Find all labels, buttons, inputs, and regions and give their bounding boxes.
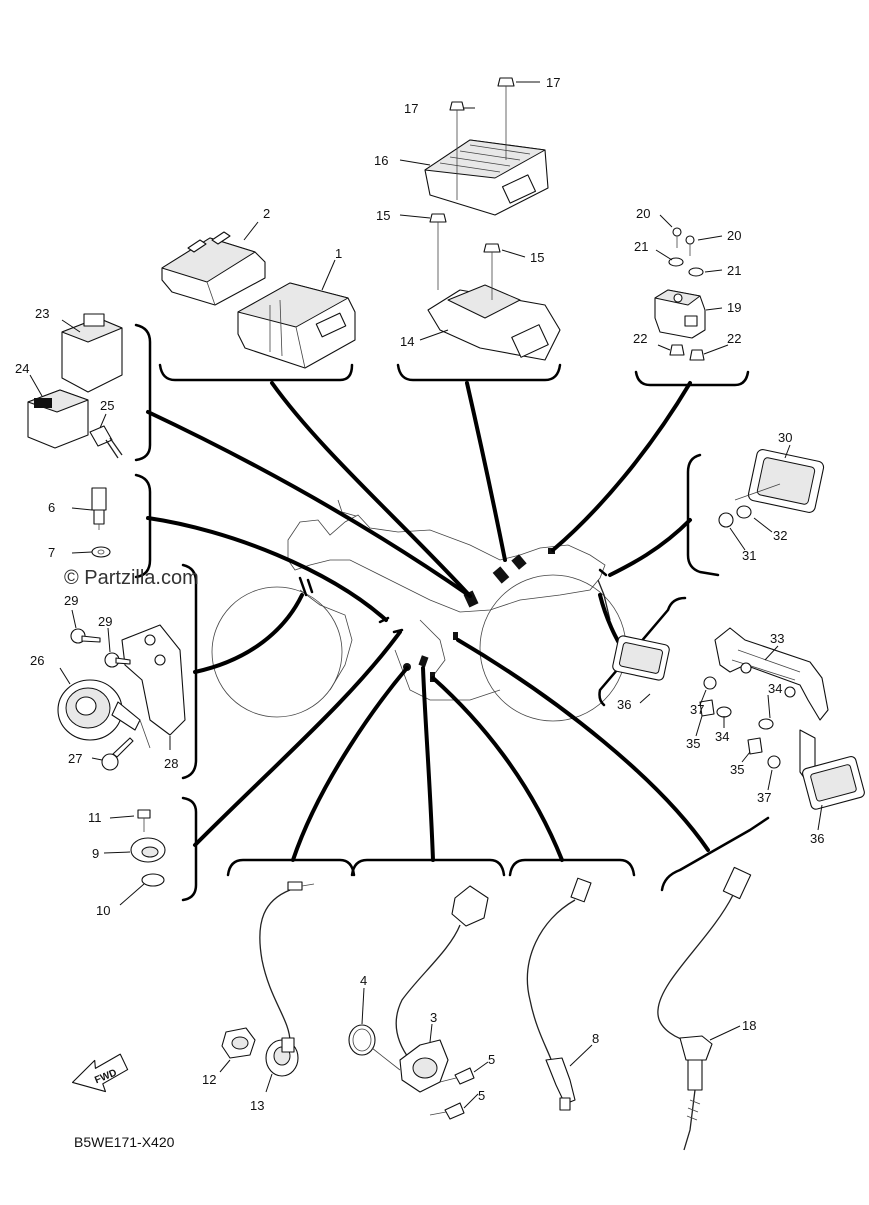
callout-10: 10 xyxy=(96,903,110,918)
part-9-neutral-switch xyxy=(130,809,166,887)
part-24-relay xyxy=(27,389,89,449)
callout-2: 2 xyxy=(263,206,270,221)
callout-35a: 35 xyxy=(686,736,700,751)
callout-7: 7 xyxy=(48,545,55,560)
callout-4: 4 xyxy=(360,973,367,988)
callout-1: 1 xyxy=(335,246,342,261)
callout-11: 11 xyxy=(88,810,102,825)
callout-31: 31 xyxy=(742,548,756,563)
callout-26: 26 xyxy=(30,653,44,668)
callout-19: 19 xyxy=(727,300,741,315)
watermark-partzilla: © Partzilla.com xyxy=(64,567,199,589)
callout-23: 23 xyxy=(35,306,49,321)
callout-36b: 36 xyxy=(810,831,824,846)
bolts-5 xyxy=(429,1067,475,1120)
callout-15a: 15 xyxy=(376,208,390,223)
part-16-rectifier-regulator xyxy=(424,139,549,216)
callout-17b: 17 xyxy=(546,75,560,90)
part-30-reflector xyxy=(718,449,825,528)
callout-34a: 34 xyxy=(715,729,729,744)
part-28-horn-bracket xyxy=(121,624,186,749)
callout-25: 25 xyxy=(100,398,114,413)
nuts-34-35-37 xyxy=(699,662,796,769)
callout-34b: 34 xyxy=(768,681,782,696)
leader-lines xyxy=(146,381,710,862)
callout-21b: 21 xyxy=(727,263,741,278)
callout-8: 8 xyxy=(592,1031,599,1046)
callout-14: 14 xyxy=(400,334,414,349)
fwd-arrow-icon: FWD xyxy=(71,1053,129,1093)
callout-16: 16 xyxy=(374,153,388,168)
callout-35b: 35 xyxy=(730,762,744,777)
callout-29a: 29 xyxy=(64,593,78,608)
callout-17a: 17 xyxy=(404,101,418,116)
part-1-cdi-unit xyxy=(237,282,356,369)
callout-32: 32 xyxy=(773,528,787,543)
callout-20a: 20 xyxy=(636,206,650,221)
diagram-code: B5WE171-X420 xyxy=(74,1134,175,1150)
callout-5a: 5 xyxy=(488,1052,495,1067)
bolts-20-22 xyxy=(668,227,705,361)
part-26-horn xyxy=(57,679,141,741)
part-2-relay xyxy=(161,231,266,306)
callout-20b: 20 xyxy=(727,228,741,243)
part-12-switch xyxy=(221,1027,256,1059)
part-6-thermo-switch xyxy=(91,487,111,558)
callout-3: 3 xyxy=(430,1010,437,1025)
callout-9: 9 xyxy=(92,846,99,861)
callout-30: 30 xyxy=(778,430,792,445)
part-14-bracket xyxy=(427,284,561,361)
bolts-15-17 xyxy=(429,77,515,300)
callout-18: 18 xyxy=(742,1018,756,1033)
part-4-o-ring xyxy=(348,1024,401,1071)
callout-15b: 15 xyxy=(530,250,544,265)
callout-27: 27 xyxy=(68,751,82,766)
part-25-diode xyxy=(89,425,123,459)
callout-6: 6 xyxy=(48,500,55,515)
callout-22b: 22 xyxy=(727,331,741,346)
bolts-27-29 xyxy=(70,628,134,771)
part-3-speed-sensor xyxy=(395,885,489,1093)
callout-28: 28 xyxy=(164,756,178,771)
part-13-sensor-with-lead xyxy=(259,881,315,1077)
callout-37b: 37 xyxy=(757,790,771,805)
callout-12: 12 xyxy=(202,1072,216,1087)
callout-13: 13 xyxy=(250,1098,264,1113)
part-8-sensor xyxy=(526,877,592,1111)
callout-22a: 22 xyxy=(633,331,647,346)
callout-21a: 21 xyxy=(634,239,648,254)
part-19-starter-relay xyxy=(654,289,706,339)
callout-24: 24 xyxy=(15,361,29,376)
callout-36a: 36 xyxy=(617,697,631,712)
callout-29b: 29 xyxy=(98,614,112,629)
part-36-reflectors xyxy=(612,635,865,810)
part-23-flasher-relay xyxy=(61,313,123,393)
callout-33: 33 xyxy=(770,631,784,646)
callout-37a: 37 xyxy=(690,702,704,717)
callout-labels: 2 1 17 17 16 15 15 14 20 20 21 21 19 22 … xyxy=(15,75,824,1113)
part-18-sensor-assembly xyxy=(657,866,752,1151)
callout-5b: 5 xyxy=(478,1088,485,1103)
